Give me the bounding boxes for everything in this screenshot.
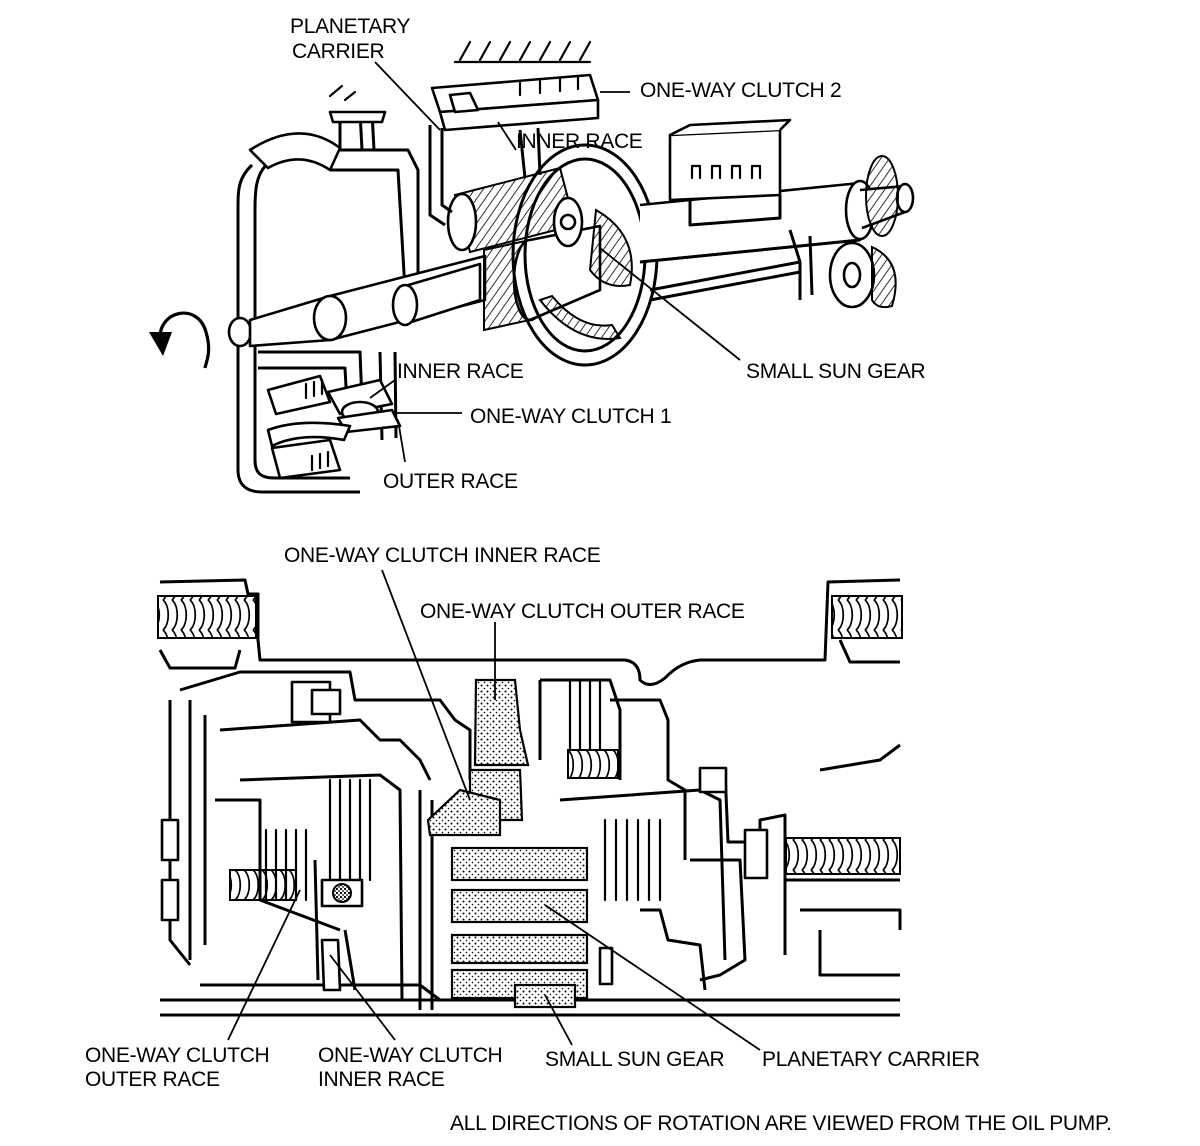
label-owc-outer-race-top: ONE-WAY CLUTCH OUTER RACE xyxy=(420,600,745,623)
footnote: ALL DIRECTIONS OF ROTATION ARE VIEWED FR… xyxy=(450,1112,1112,1135)
label-planetary-carrier-line1: PLANETARY xyxy=(290,15,411,38)
hub-pin xyxy=(227,316,253,348)
upper-one-way-clutch xyxy=(428,73,600,227)
clutch-plates-upper xyxy=(567,678,619,779)
label-small-sun-gear-bottom: SMALL SUN GEAR xyxy=(545,1048,725,1071)
owc-inner-race-part xyxy=(426,788,502,837)
left-one-way-clutch xyxy=(313,859,364,992)
clutch-plates-right xyxy=(603,818,662,902)
small-pinion xyxy=(828,241,897,309)
one-way-clutch-2 xyxy=(668,118,792,227)
label-owc-outer-race-bottom-line1: ONE-WAY CLUTCH xyxy=(85,1044,269,1067)
label-owc-inner-race-top: ONE-WAY CLUTCH INNER RACE xyxy=(284,544,601,567)
label-inner-race-lower: INNER RACE xyxy=(397,360,524,383)
section-view: ONE-WAY CLUTCH INNER RACE ONE-WAY CLUTCH… xyxy=(85,544,980,1091)
label-one-way-clutch-1: ONE-WAY CLUTCH 1 xyxy=(470,405,671,428)
label-inner-race-top: INNER RACE xyxy=(516,130,643,153)
label-outer-race: OUTER RACE xyxy=(383,470,518,493)
label-owc-inner-race-bottom-line1: ONE-WAY CLUTCH xyxy=(318,1044,502,1067)
pictorial-view: PLANETARY CARRIER ONE-WAY CLUTCH 2 INNER… xyxy=(149,15,926,494)
one-way-clutch-1-assembly xyxy=(266,374,402,480)
spring-top-left xyxy=(157,595,257,639)
case-outline xyxy=(159,578,901,686)
label-owc-outer-race-bottom-line2: OUTER RACE xyxy=(85,1068,220,1091)
clutch-plates-left xyxy=(264,778,372,902)
planetary-gearset xyxy=(450,846,589,1009)
label-small-sun-gear-top: SMALL SUN GEAR xyxy=(746,360,926,383)
label-one-way-clutch-2: ONE-WAY CLUTCH 2 xyxy=(640,79,841,102)
label-planetary-carrier-bottom: PLANETARY CARRIER xyxy=(762,1048,980,1071)
main-shaft xyxy=(248,254,487,348)
rotation-arrow-icon xyxy=(149,311,211,369)
owc-outer-race-part xyxy=(473,678,530,767)
section-leader-lines xyxy=(227,569,761,1051)
spring-top-right xyxy=(831,595,903,639)
top-leader-lines xyxy=(369,61,741,463)
ground-hatch xyxy=(328,40,592,102)
right-shaft xyxy=(639,155,915,302)
label-planetary-carrier-line2: CARRIER xyxy=(292,40,385,63)
spring-right xyxy=(785,837,901,875)
misc-parts xyxy=(160,680,769,986)
label-owc-inner-race-bottom-line2: INNER RACE xyxy=(318,1068,445,1091)
